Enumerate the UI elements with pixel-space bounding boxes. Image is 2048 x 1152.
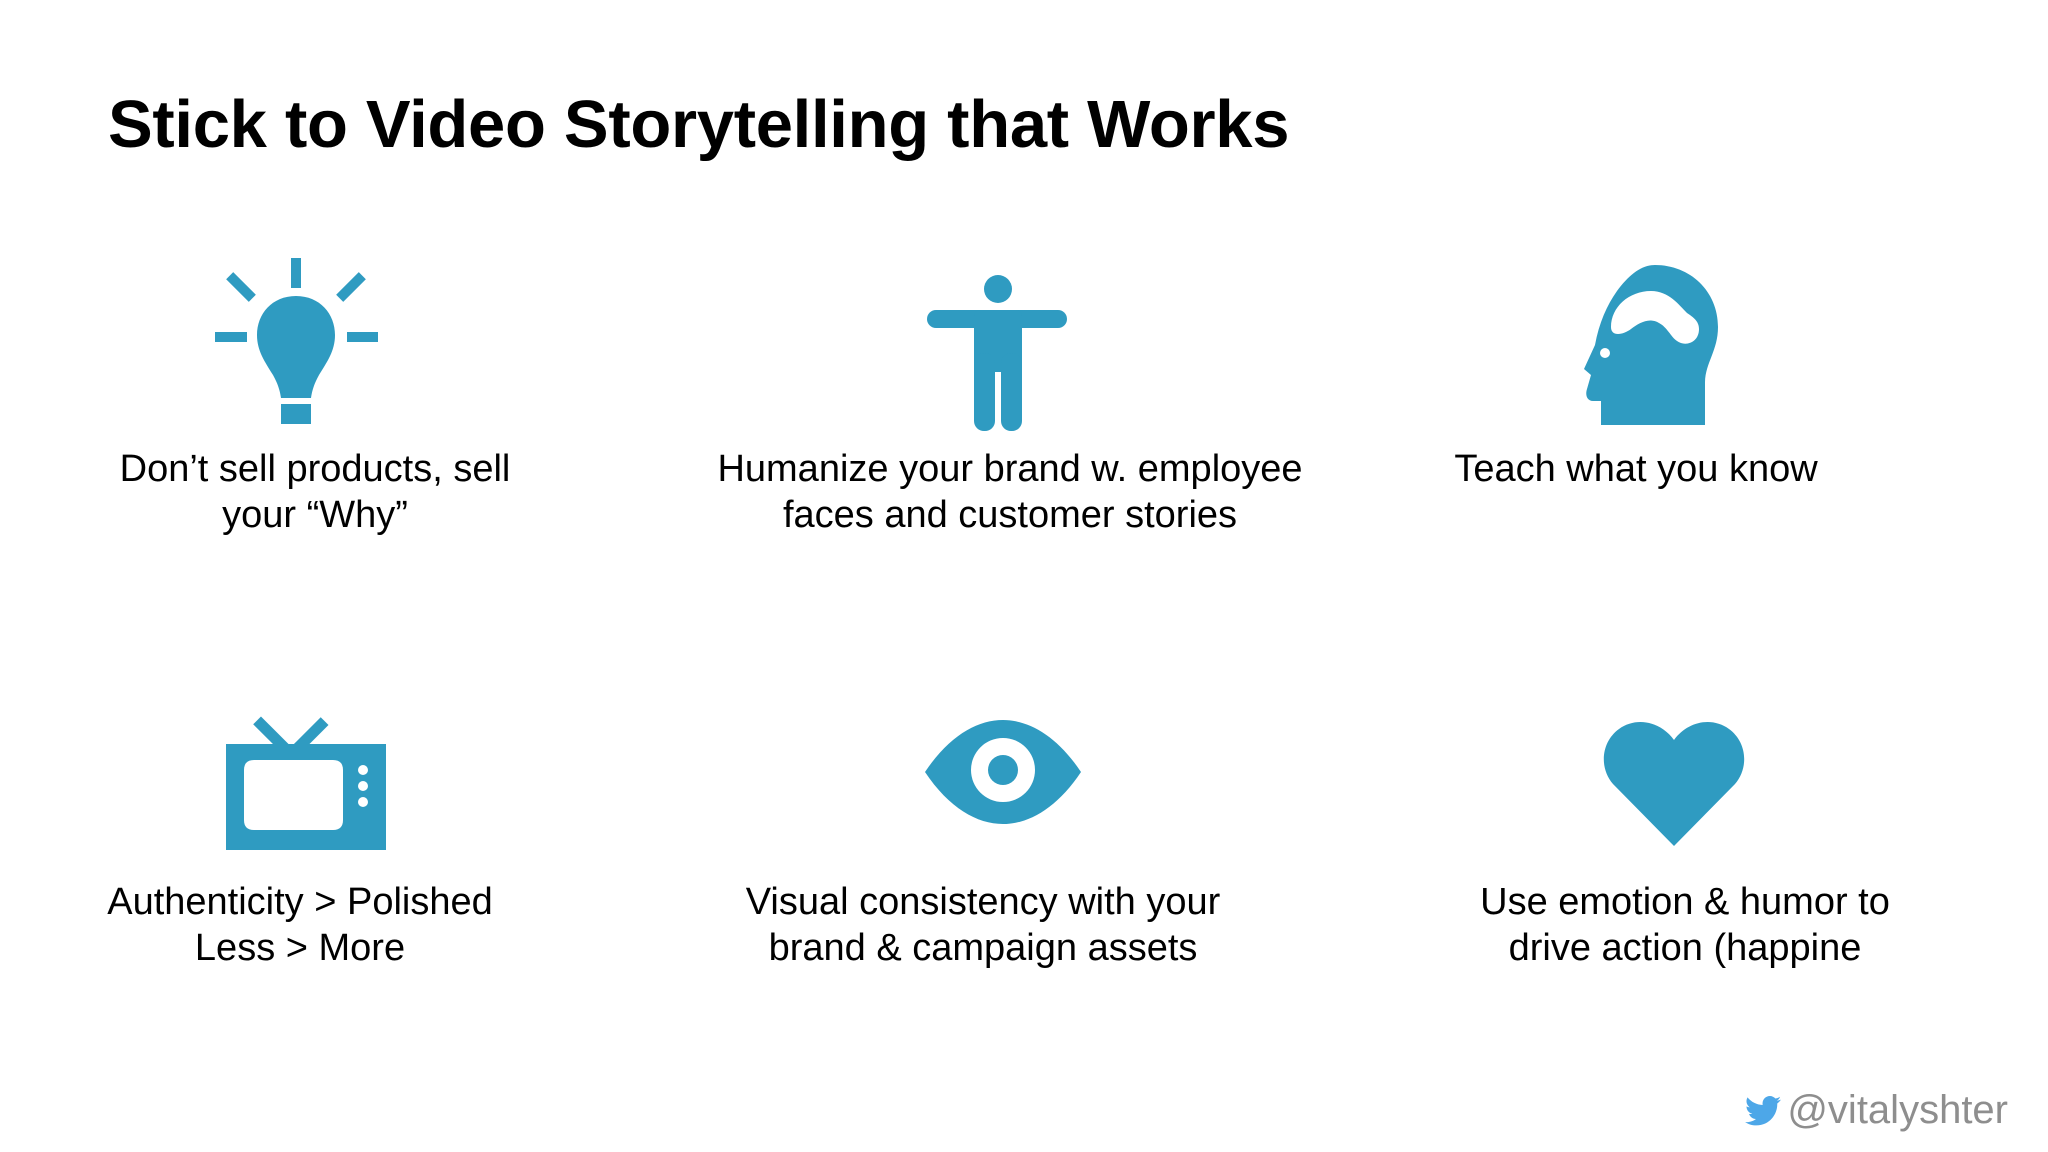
heart-icon bbox=[1603, 722, 1745, 846]
twitter-handle-text: @vitalyshter bbox=[1787, 1088, 2008, 1132]
person-arms-out-icon bbox=[927, 275, 1067, 431]
caption-teach-what-you-know: Teach what you know bbox=[1454, 448, 1818, 490]
caption-use-emotion-humor: Use emotion & humor to drive action (hap… bbox=[1480, 881, 1890, 969]
eye-icon bbox=[925, 720, 1081, 824]
head-brain-icon bbox=[1584, 265, 1718, 425]
caption-visual-consistency: Visual consistency with your brand & cam… bbox=[745, 881, 1221, 969]
lightbulb-icon bbox=[215, 258, 378, 424]
television-icon bbox=[226, 716, 386, 850]
twitter-handle: @vitalyshter bbox=[1745, 1088, 2008, 1133]
caption-dont-sell-products: Don’t sell products, sell your “Why” bbox=[119, 448, 511, 536]
caption-humanize-brand: Humanize your brand w. employee faces an… bbox=[717, 448, 1303, 536]
twitter-bird-icon bbox=[1745, 1095, 1782, 1125]
caption-authenticity-polished: Authenticity > Polished Less > More bbox=[107, 881, 493, 969]
slide-title: Stick to Video Storytelling that Works bbox=[108, 87, 1290, 162]
